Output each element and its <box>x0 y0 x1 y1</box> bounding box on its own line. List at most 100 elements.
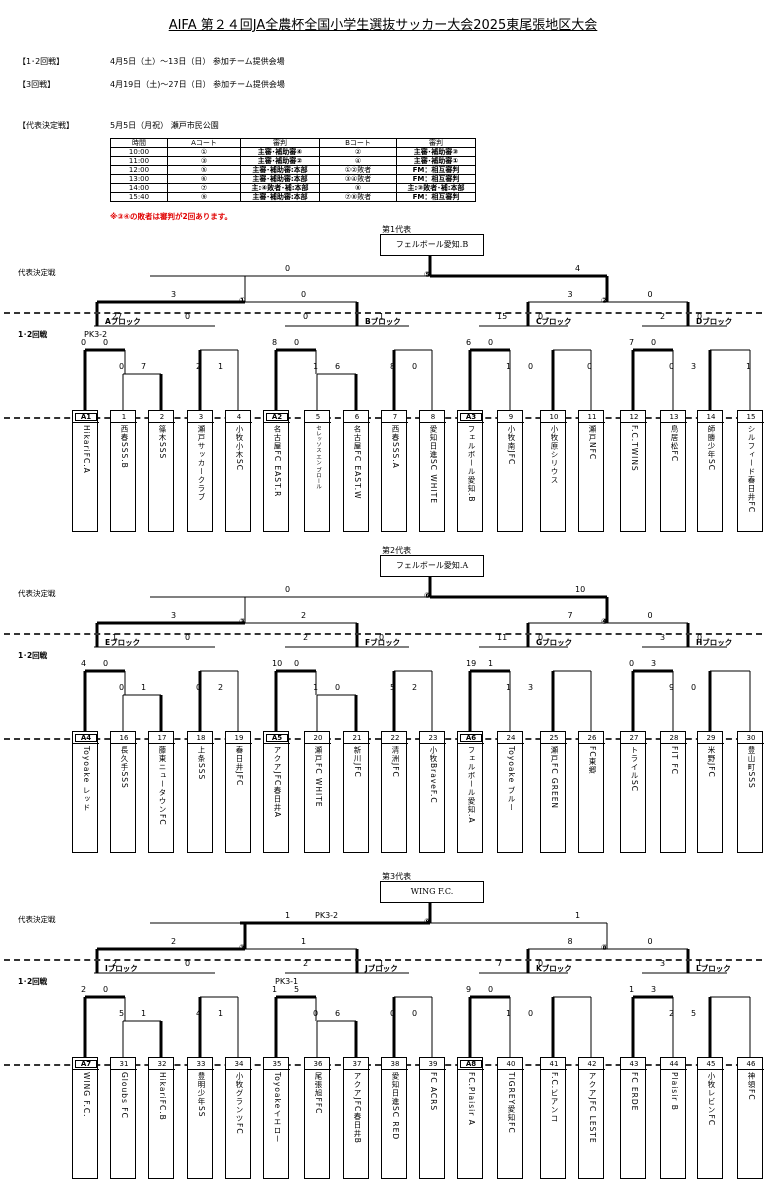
block-score-left: 2 <box>660 312 666 321</box>
team-number: 16 <box>111 732 137 744</box>
block-score-right: 1 <box>379 959 385 968</box>
block-score-right: 0 <box>538 312 544 321</box>
team-name: 清洲JFC <box>391 746 400 778</box>
team-number: 28 <box>661 732 687 744</box>
schedule-text-final: 5月5日（月祝） 瀬戸市民公園 <box>110 121 219 130</box>
team-number: A4 <box>73 732 99 744</box>
team-number: 1 <box>111 411 137 423</box>
match-score-right: 0 <box>103 659 109 668</box>
team-number: 8 <box>420 411 446 423</box>
team-number: 40 <box>498 1058 524 1070</box>
match-score-left: 1 <box>506 362 512 371</box>
team-number: 18 <box>188 732 214 744</box>
block-score-left: 7 <box>497 959 503 968</box>
team-number: A3 <box>458 411 484 423</box>
match-score-right: 6 <box>335 362 341 371</box>
match-score-left: 0 <box>629 659 635 668</box>
team-number: 22 <box>382 732 408 744</box>
semi-score-right: 0 <box>647 290 653 299</box>
match-score-left: 10 <box>272 659 283 668</box>
team-number: 25 <box>541 732 567 744</box>
schedule-label-r12: 【1･2回戦】 <box>18 57 65 66</box>
match-score-left: 9 <box>669 683 675 692</box>
match-score-right: 5 <box>691 1009 697 1018</box>
final-score-right: 4 <box>575 264 581 273</box>
block-score-right: 0 <box>538 633 544 642</box>
match-score-right: 2 <box>218 683 224 692</box>
semi-circle: ④ <box>601 617 608 626</box>
team-number: 3 <box>188 411 214 423</box>
team-name: 瀬戸FC GREEN <box>550 746 559 810</box>
team-name: 西春SSS.A <box>391 425 400 469</box>
team-name: 上条SSS <box>197 746 206 781</box>
semi-score-right: 1 <box>301 937 307 946</box>
team-number: 38 <box>382 1058 408 1070</box>
match-score-right: 7 <box>141 362 147 371</box>
block-name: Lブロック <box>696 964 731 973</box>
match-score-left: 0 <box>196 683 202 692</box>
team-name: 神領FC <box>747 1072 756 1101</box>
representative-team-box: WING F.C. <box>380 881 484 903</box>
team-name: 豊山町SSS <box>747 746 756 789</box>
match-score-left: 0 <box>669 362 675 371</box>
block-name: Cブロック <box>536 317 572 326</box>
team-number: A7 <box>73 1058 99 1070</box>
team-number: 12 <box>621 411 647 423</box>
match-score-right: 1 <box>218 1009 224 1018</box>
team-name: 米野JFC <box>707 746 716 778</box>
team-name: 新川JFC <box>353 746 362 778</box>
team-name: 豊明少年SS <box>197 1072 206 1118</box>
rep-label: 第3代表 <box>382 872 412 881</box>
final-stage-label: 代表決定戦 <box>18 915 56 924</box>
match-score-right: 1 <box>218 362 224 371</box>
match-score-right: 1 <box>488 659 494 668</box>
team-name: Gloubs FC <box>120 1072 129 1119</box>
semi-score-left: 3 <box>171 611 177 620</box>
semi-score-right: 0 <box>647 937 653 946</box>
match-score-left: 1 <box>506 683 512 692</box>
team-number: 6 <box>344 411 370 423</box>
team-name: 藤東ニュータウンFC <box>158 746 167 826</box>
match-score-left: 8 <box>272 338 278 347</box>
team-name: TIGREY愛知FC <box>507 1072 516 1134</box>
team-name: Toyoake レッド <box>82 746 91 813</box>
final-circle: ⑤ <box>424 270 431 279</box>
team-name: F.C.TWINS <box>630 425 639 472</box>
referee-note: ※③④の敗者は審判が2回あります。 <box>110 212 232 221</box>
match-score-right: 3 <box>691 362 697 371</box>
final-score-left: 0 <box>285 264 291 273</box>
team-name: 尾張旭FFC <box>314 1072 323 1115</box>
match-score-left: 4 <box>81 659 87 668</box>
match-score-right: 0 <box>103 338 109 347</box>
block-name: Dブロック <box>696 317 733 326</box>
team-name: 小牧原シリウス <box>550 425 559 485</box>
match-score-right: 0 <box>294 659 300 668</box>
semi-score-right: 2 <box>301 611 307 620</box>
match-score-left: 4 <box>196 1009 202 1018</box>
team-number: 42 <box>579 1058 605 1070</box>
match-score-right: 0 <box>294 338 300 347</box>
block-score-left: 15 <box>497 312 508 321</box>
match-score-left: 1 <box>629 985 635 994</box>
block-score-left: 2 <box>303 633 309 642</box>
match-score-right: 3 <box>528 683 534 692</box>
block-name: Iブロック <box>105 964 138 973</box>
block-name: Bブロック <box>365 317 401 326</box>
rep-label: 第1代表 <box>382 225 412 234</box>
team-name: FC.Plaisir A <box>467 1072 476 1126</box>
block-score-right: 0 <box>185 312 191 321</box>
semi-score-left: 8 <box>567 937 573 946</box>
match-score-right: 0 <box>103 985 109 994</box>
